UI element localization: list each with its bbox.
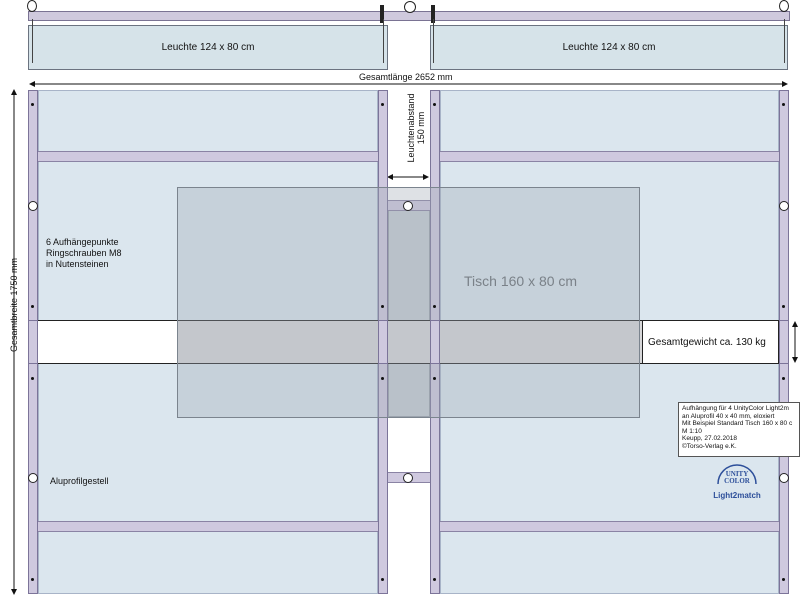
info-line: M 1:10: [682, 427, 702, 435]
lamp-spacing-label: Leuchtenabstand 150 mm: [406, 88, 426, 168]
logo-line1: UNITY: [725, 470, 749, 478]
info-line: an Aluprofil 40 x 40 mm, eloxiert: [682, 412, 775, 420]
hanging-points-note: 6 Aufhängepunkte Ringschrauben M8 in Nut…: [46, 237, 122, 270]
info-box: Aufhängung für 4 UnityColor Light2m an A…: [678, 402, 800, 457]
cross-rail: [38, 521, 378, 532]
info-line: Mit Beispiel Standard Tisch 160 x 80 c: [682, 420, 793, 428]
ring-bolt: [28, 201, 38, 211]
total-weight-box: [642, 320, 779, 364]
cross-rail: [440, 151, 779, 162]
screw-dot: [381, 578, 384, 581]
suspension-wire: [383, 19, 384, 63]
screw-dot: [31, 377, 34, 380]
info-line: Aufhängung für 4 UnityColor Light2m: [682, 405, 789, 412]
logo-arc-icon: [717, 464, 757, 485]
mount-icon: [431, 5, 435, 23]
hanging-points-line: Ringschrauben M8: [46, 248, 122, 258]
ring-bolt: [779, 473, 789, 483]
screw-dot: [433, 377, 436, 380]
screw-dot: [31, 578, 34, 581]
mount-icon: [380, 5, 384, 23]
screw-dot: [782, 377, 785, 380]
logo-line2: COLOR: [724, 477, 750, 485]
hanger-icon: [779, 0, 789, 12]
center-gap-panel: [388, 200, 430, 417]
screw-dot: [433, 578, 436, 581]
ring-bolt: [28, 473, 38, 483]
ring-bolt: [403, 201, 413, 211]
table-outline: [177, 187, 640, 418]
lamp-right: Leuchte 124 x 80 cm: [430, 25, 788, 70]
suspension-wire: [433, 19, 434, 63]
total-width-label: Gesamtbreite 1750 mm: [9, 257, 19, 353]
cross-rail: [440, 521, 779, 532]
screw-dot: [31, 103, 34, 106]
screw-dot: [433, 305, 436, 308]
lamp-label: Leuchte 124 x 80 cm: [562, 42, 656, 53]
ring-bolt: [779, 201, 789, 211]
screw-dot: [381, 377, 384, 380]
screw-dot: [381, 103, 384, 106]
screw-dot: [31, 305, 34, 308]
lamp-label: Leuchte 124 x 80 cm: [161, 42, 255, 53]
frame-note: Aluprofilgestell: [50, 476, 109, 486]
ring-bolt: [403, 473, 413, 483]
lamp-left: Leuchte 124 x 80 cm: [28, 25, 388, 70]
frame-post: [28, 320, 38, 364]
cross-rail: [38, 151, 378, 162]
suspension-wire: [32, 19, 33, 63]
screw-dot: [381, 305, 384, 308]
cross-beam-band-gray: [177, 320, 642, 364]
lamp-spacing-line1: Leuchtenabstand: [406, 93, 416, 163]
unitycolor-logo: UNITY COLOR Light2match: [712, 464, 762, 504]
hanging-points-line: in Nutensteinen: [46, 259, 109, 269]
screw-dot: [782, 305, 785, 308]
logo-line3: Light2match: [713, 491, 761, 500]
frame-post: [430, 320, 440, 364]
ring-bolt-top-center: [404, 1, 416, 13]
table-label: Tisch 160 x 80 cm: [464, 273, 578, 289]
hanger-icon: [27, 0, 37, 12]
screw-dot: [782, 578, 785, 581]
total-weight-label: Gesamtgewicht ca. 130 kg: [648, 337, 766, 348]
info-line: Keupp, 27.02.2018: [682, 435, 737, 443]
frame-post: [779, 320, 789, 364]
frame-post: [378, 320, 388, 364]
hanging-points-line: 6 Aufhängepunkte: [46, 237, 119, 247]
screw-dot: [782, 103, 785, 106]
total-length-label: Gesamtlänge 2652 mm: [357, 72, 455, 82]
screw-dot: [433, 103, 436, 106]
suspension-wire: [784, 19, 785, 63]
lamp-spacing-line2: 150 mm: [416, 111, 426, 145]
info-line: ©Torso-Verlag e.K.: [682, 442, 737, 450]
